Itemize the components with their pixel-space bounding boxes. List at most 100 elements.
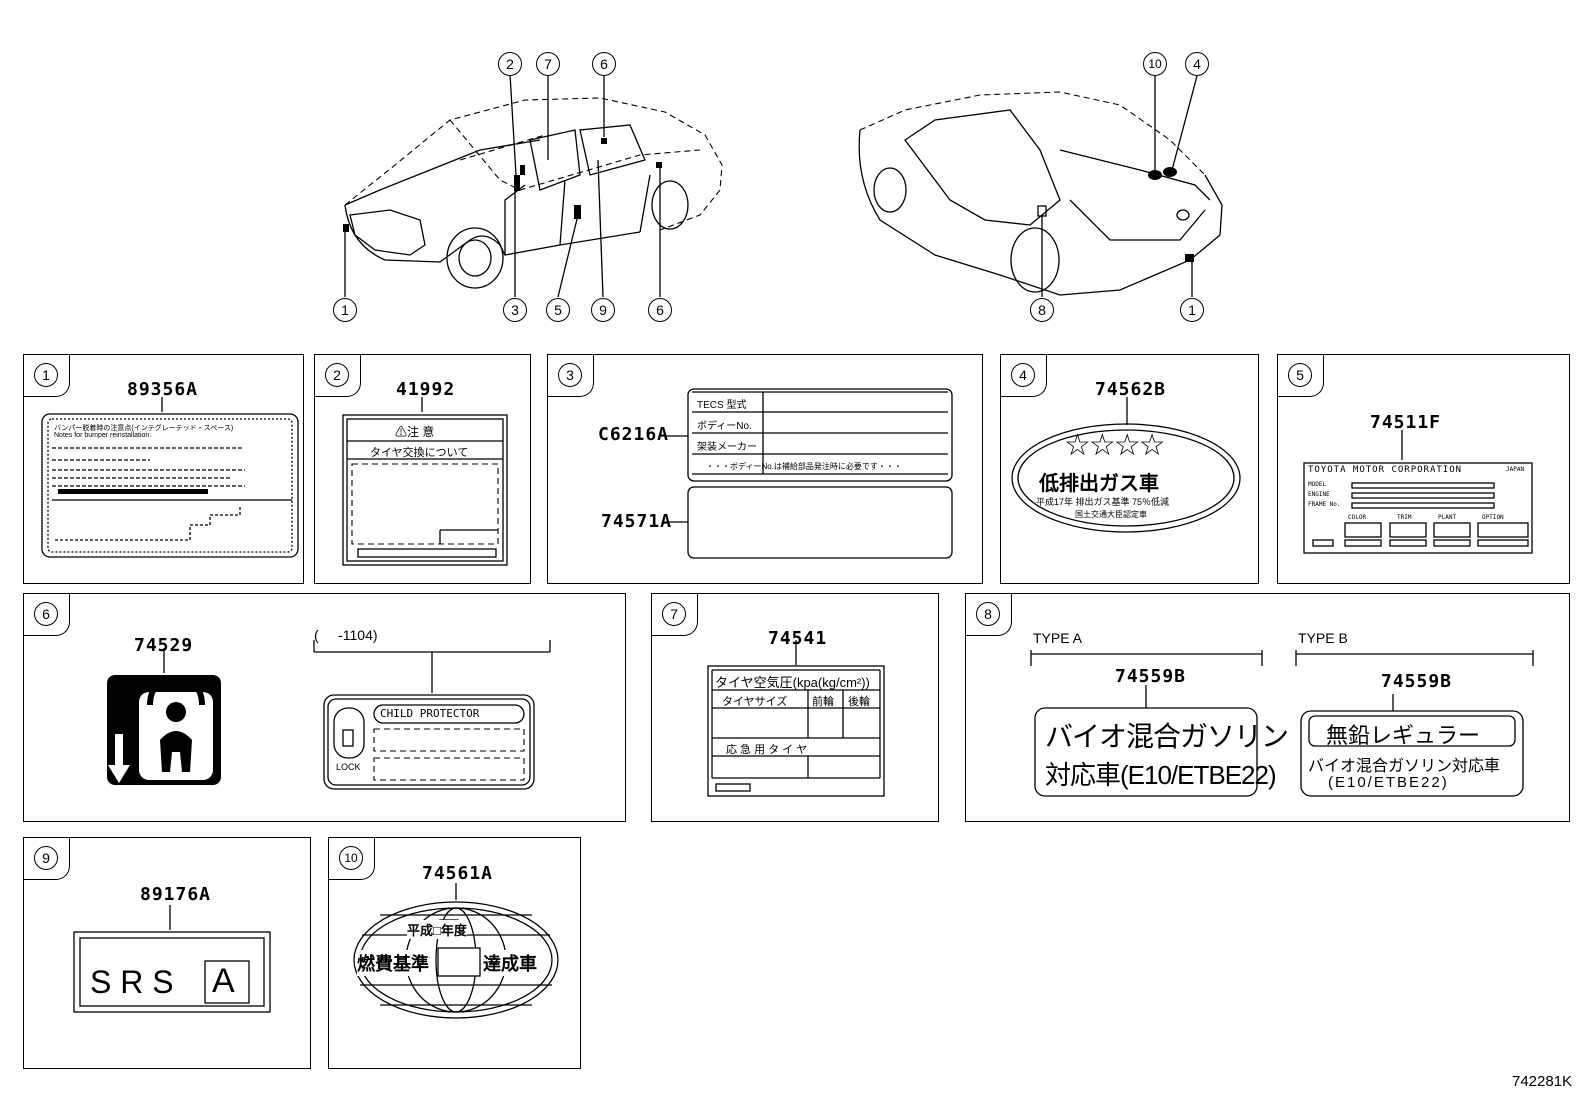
fuel-standard-text: 燃費基準: [357, 950, 429, 976]
front-car-illustration: [343, 73, 723, 298]
panel-3: 3: [547, 354, 983, 584]
achieved-text: 達成車: [483, 950, 537, 976]
type-a-label: TYPE A: [1033, 630, 1083, 646]
applicability-range: ( -1104): [314, 627, 378, 643]
caution-subtitle: タイヤ交換について: [370, 447, 469, 459]
panel-tag: [1278, 355, 1324, 397]
field-engine: ENGINE: [1308, 491, 1330, 498]
spare-tire-row: 応 急 用 タ イ ヤ: [726, 744, 808, 756]
bio-fuel-labels-art: [1034, 707, 1524, 797]
panel-9: 9: [23, 837, 311, 1069]
field-frame: FRAME No.: [1308, 501, 1341, 508]
lock-text: LOCK: [336, 762, 361, 772]
callout-7: 7: [536, 52, 560, 76]
panel-tag: [329, 838, 375, 880]
header-rear: 後輪: [848, 696, 870, 708]
figure-id: 742281K: [1512, 1073, 1573, 1090]
panel-number: 10: [339, 846, 363, 870]
part-number-a: C6216A: [598, 424, 670, 445]
panel-number: 2: [325, 363, 349, 387]
low-emission-title: 低排出ガス車: [1039, 473, 1159, 495]
label-74562B-art: [1011, 423, 1241, 533]
country-name: JAPAN: [1506, 466, 1525, 473]
header-front: 前輪: [812, 696, 834, 708]
label-89176A-art: [73, 931, 271, 1013]
label-74511F-art: [1303, 462, 1533, 554]
child-protector-label-art: [323, 694, 535, 790]
panel-tag: [315, 355, 361, 397]
callout-6-bottom: 6: [648, 298, 672, 322]
part-number-type-b: 74559B: [1381, 671, 1453, 692]
panel-tag: [652, 594, 698, 636]
panel-leader-lines: [161, 397, 1534, 930]
part-number: 74541: [768, 628, 828, 649]
panel-number: 5: [1288, 363, 1312, 387]
type-b-line3: (E10/ETBE22): [1328, 774, 1449, 791]
panel-4: 4: [1000, 354, 1259, 584]
col-trim: TRIM: [1397, 514, 1412, 521]
panel-2: 2: [314, 354, 531, 584]
type-a-line1: バイオ混合ガソリン: [1045, 721, 1289, 752]
part-number: 89176A: [140, 884, 212, 905]
field-model: MODEL: [1308, 481, 1327, 488]
part-number-type-a: 74559B: [1115, 666, 1187, 687]
panel-7: 7: [651, 593, 939, 822]
row-label-body: ボディーNo.: [697, 421, 752, 432]
panel-number: 9: [34, 846, 58, 870]
callout-1-front: 1: [333, 298, 357, 322]
type-b-line2: バイオ混合ガソリン対応車: [1308, 758, 1501, 775]
tire-pressure-title: タイヤ空気圧(kpa(kg/cm²)): [715, 675, 870, 690]
callout-10: 10: [1143, 52, 1167, 76]
row-label-maker: 架装メーカー: [697, 442, 757, 453]
child-protector-text: CHILD PROTECTOR: [380, 707, 480, 720]
rear-car-illustration: [858, 75, 1223, 297]
panel-5: 5: [1277, 354, 1570, 584]
panel-number: 8: [976, 602, 1000, 626]
ministry-cert-text: 国土交通大臣認定車: [1075, 510, 1147, 519]
type-a-line2: 対応車(E10/ETBE22): [1045, 760, 1277, 790]
panel-10: 10: [328, 837, 581, 1069]
col-color: COLOR: [1348, 514, 1367, 521]
col-plant: PLANT: [1438, 514, 1457, 521]
panel-number: 7: [662, 602, 686, 626]
callout-6-top: 6: [592, 52, 616, 76]
part-number: 41992: [396, 379, 456, 400]
stars-rating: ☆☆☆☆: [1064, 429, 1166, 462]
part-number: 89356A: [127, 379, 199, 400]
type-b-label: TYPE B: [1298, 630, 1348, 646]
emission-standard-text: 平成17年 排出ガス基準 75％低減: [1036, 497, 1170, 507]
part-number: 74529: [134, 635, 194, 656]
label-89356A-art: [41, 413, 299, 558]
label-74541-art: [707, 665, 885, 797]
panel-1: 1: [23, 354, 304, 584]
fiscal-year-text: 平成□年度: [407, 920, 467, 939]
child-lock-icon: [107, 675, 221, 785]
row-label-model: TECS 型式: [697, 400, 747, 411]
label-footer-note: ・・・ボディーNo.は補給部品発注時に必要です・・・: [706, 462, 902, 471]
panel-tag: [548, 355, 594, 397]
col-option: OPTION: [1482, 514, 1504, 521]
panel-number: 3: [558, 363, 582, 387]
caution-heading: ⚠注 意: [395, 425, 435, 439]
panel-number: 6: [34, 602, 58, 626]
panel-8: 8: [965, 593, 1570, 822]
srs-text: S R S: [90, 964, 174, 1000]
callout-2: 2: [498, 52, 522, 76]
panel-tag: [24, 838, 70, 880]
panel-number: 1: [34, 363, 58, 387]
label-41992-art: [342, 414, 508, 566]
header-tire-size: タイヤサイズ: [722, 696, 788, 708]
panel-tag: [24, 355, 70, 397]
panel-tag: [24, 594, 70, 636]
panel-tag: [966, 594, 1012, 636]
type-b-line1: 無鉛レギュラー: [1326, 723, 1481, 748]
panel-number: 4: [1011, 363, 1035, 387]
panel-6: 6: [23, 593, 626, 822]
panel-tag: [1001, 355, 1047, 397]
label-text-en: Notes for bumper reinstallation.: [54, 432, 152, 439]
callout-1-rear: 1: [1180, 298, 1204, 322]
part-number-b: 74571A: [601, 511, 673, 532]
label-text-jp: バンパー脱着時の注意点(インテグレーテッド・スペース): [54, 425, 234, 432]
part-number: 74561A: [422, 863, 494, 884]
maker-name: TOYOTA MOTOR CORPORATION: [1308, 465, 1463, 475]
